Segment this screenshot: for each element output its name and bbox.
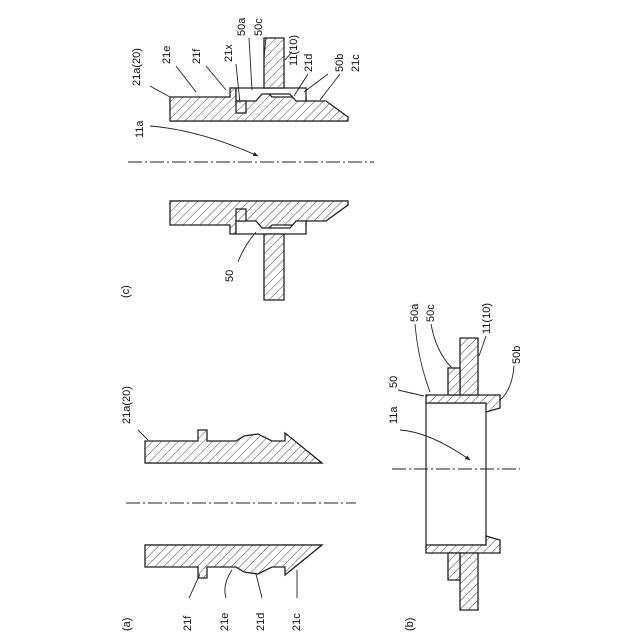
label-b-ring-end: 50b [511,346,523,364]
wall-section-lower-c [264,234,284,300]
label-c-ring-lip: 50a [236,17,248,36]
label-c-ridge: 21d [303,54,315,72]
label-c-protrusion: 21x [223,44,235,62]
label-b-ring: 50 [388,376,400,388]
label-c-body: 21a(20) [131,48,143,86]
label-a-flange: 21f [182,615,194,631]
label-c-ring-step: 50c [253,18,265,36]
label-a-ridge: 21d [255,613,267,631]
label-a-taper: 21c [291,613,303,631]
figure-a: (a) 21a(20) 21f 21e 21d 21c [121,386,356,631]
label-c-ring: 50 [224,270,236,282]
ring-lip-lower-c [236,209,246,221]
figure-b: (b) 50a 50c 11(10) 50 11a 50b [388,303,523,631]
caption-a: (a) [121,618,133,631]
caption-c: (c) [120,285,132,298]
label-c-wall: 11(10) [288,35,300,66]
ring-lip-upper-c [236,101,246,113]
ring-step-upper-b [448,368,460,395]
label-c-flange: 21f [191,48,203,64]
label-a-groove: 21e [219,613,231,631]
label-b-wall: 11(10) [481,303,493,334]
label-c-bore: 11a [134,120,146,138]
caption-b: (b) [404,618,416,631]
body-section-lower-a [145,545,322,578]
label-c-taper: 21c [350,54,362,72]
label-b-ring-lip: 50a [409,303,421,322]
label-b-ring-step: 50c [425,304,437,322]
wall-section-lower-b [460,553,478,610]
ring-section-lower-b [426,536,500,553]
ring-step-lower-b [448,553,460,580]
label-c-ring-end: 50b [334,54,346,72]
wall-section-upper-c [264,38,284,88]
label-a-body: 21a(20) [121,386,133,424]
label-b-bore: 11a [388,406,400,424]
figure-c: (c) 21a(20) 21e 21f 21x 50a 50c 11(10) 2… [120,17,374,300]
body-section-upper-a [145,430,322,463]
label-c-groove: 21e [161,46,173,64]
ring-section-upper-b [426,395,500,412]
wall-section-upper-b [460,338,478,395]
